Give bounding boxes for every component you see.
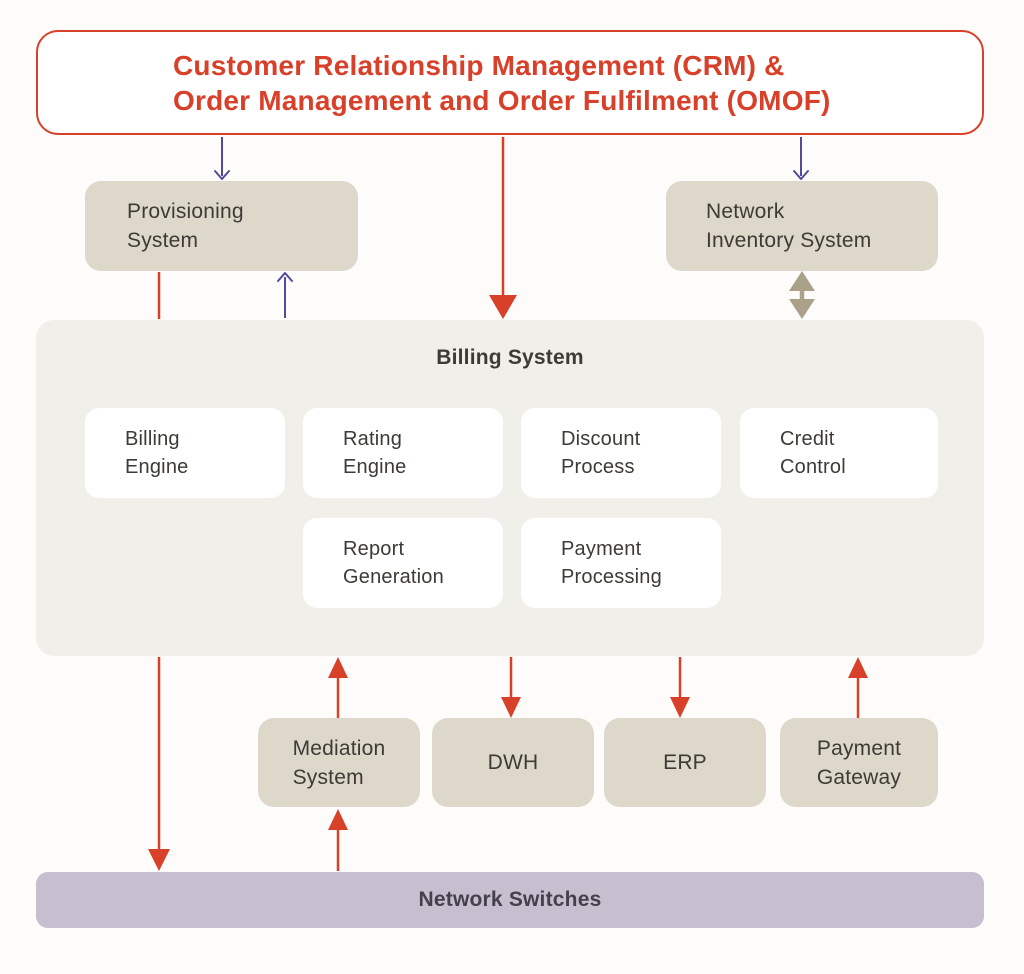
network-inventory-label-line1: Network [706,200,785,223]
arrow-crm-to-billing [489,137,517,319]
crm-title-line2: Order Management and Order Fulfilment (O… [173,84,831,116]
arrow-network-switches-to-mediation [328,809,348,871]
network-inventory-label-line2: Inventory System [706,229,872,252]
rating-engine-label-line2: Engine [343,456,407,478]
arrow-payment-gateway-to-billing [848,657,868,718]
erp-box: ERP [604,718,766,807]
mediation-system-box: Mediation System [258,718,420,807]
arrow-crm-to-network-inventory [793,137,809,180]
billing-engine-label-line2: Engine [125,456,189,478]
billing-engine-label-line1: Billing [125,428,180,450]
arrow-network-inventory-billing-bidirectional [789,271,815,319]
report-generation-label-line2: Generation [343,566,444,588]
payment-gateway-label-line1: Payment [816,736,902,760]
billing-system-title: Billing System [436,346,584,369]
report-generation-box: Report Generation [303,518,503,608]
provisioning-label-line1: Provisioning [127,200,244,223]
payment-processing-box: Payment Processing [521,518,721,608]
credit-control-label-line1: Credit [780,428,835,450]
rating-engine-box: Rating Engine [303,408,503,498]
crm-omof-box: Customer Relationship Management (CRM) &… [36,30,984,135]
credit-control-box: Credit Control [740,408,938,498]
dwh-label: DWH [487,751,539,774]
credit-control-label-line2: Control [780,456,846,478]
provisioning-system-box: Provisioning System [85,181,358,271]
dwh-box: DWH [432,718,594,807]
arrow-mediation-to-billing [328,657,348,718]
discount-process-box: Discount Process [521,408,721,498]
provisioning-label-line2: System [127,229,199,252]
network-switches-bar: Network Switches [36,872,984,928]
rating-engine-label-line1: Rating [343,428,403,450]
network-inventory-system-box: Network Inventory System [666,181,938,271]
network-switches-label: Network Switches [418,888,602,911]
payment-gateway-label-line2: Gateway [816,765,902,789]
arrow-billing-to-dwh [501,657,521,718]
discount-process-label-line1: Discount [561,428,641,450]
report-generation-label-line1: Report [343,538,405,560]
discount-process-label-line2: Process [561,456,635,478]
arrow-billing-to-erp [670,657,690,718]
erp-label: ERP [663,751,707,774]
payment-processing-label-line1: Payment [561,538,642,560]
arrow-crm-to-provisioning [214,137,230,180]
payment-processing-label-line2: Processing [561,566,662,588]
billing-engine-box: Billing Engine [85,408,285,498]
mediation-label-line2: System [292,765,364,789]
arrow-billing-to-network-switches [148,657,170,871]
payment-gateway-box: Payment Gateway [780,718,938,807]
arrow-billing-to-provisioning [277,272,293,318]
crm-title-line1: Customer Relationship Management (CRM) & [173,49,785,81]
mediation-label-line1: Mediation [292,736,386,760]
